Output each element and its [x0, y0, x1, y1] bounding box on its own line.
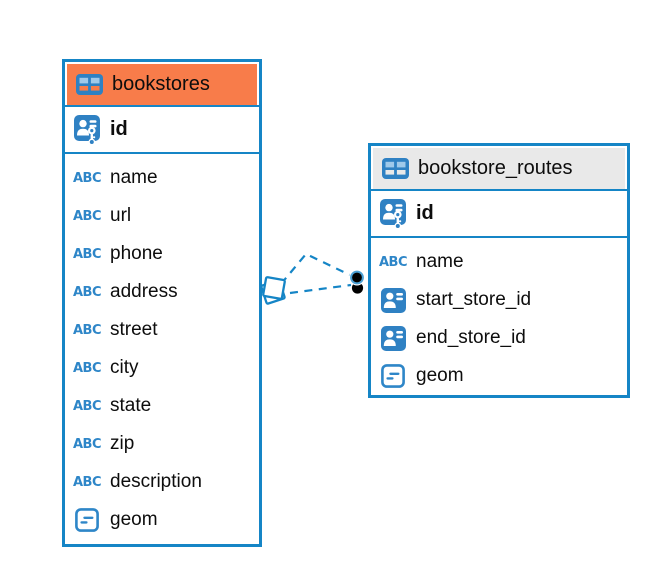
column-name: city	[110, 357, 139, 378]
column-row[interactable]: ABC street	[65, 311, 259, 349]
relation-source-marker[interactable]	[260, 276, 286, 305]
text-type-icon: ABC	[73, 360, 102, 376]
primary-key-icon	[73, 114, 101, 145]
text-type-icon: ABC	[73, 436, 102, 452]
table-bookstore-routes[interactable]: bookstore_routes id	[368, 143, 630, 398]
table-icon	[75, 74, 103, 95]
divider	[65, 105, 259, 107]
column-row[interactable]: ABC url	[65, 197, 259, 235]
column-row[interactable]: ABC city	[65, 349, 259, 387]
columns-list: ABC name ABC url ABC phone ABC address A…	[65, 154, 259, 539]
column-name: geom	[110, 509, 158, 530]
reference-person-icon	[379, 325, 407, 351]
column-name: description	[110, 471, 202, 492]
geometry-type-icon	[73, 508, 101, 532]
table-icon	[381, 158, 409, 179]
divider	[371, 236, 627, 238]
text-type-icon: ABC	[73, 246, 102, 262]
text-type-icon: ABC	[73, 398, 102, 414]
text-type-icon: ABC	[73, 284, 102, 300]
column-name: phone	[110, 243, 163, 264]
column-name: start_store_id	[416, 289, 532, 310]
table-bookstore-routes-header[interactable]: bookstore_routes	[373, 148, 625, 189]
column-row[interactable]: geom	[65, 501, 259, 539]
column-name: street	[110, 319, 158, 340]
relation-line-end-store-id[interactable]	[289, 283, 352, 295]
column-row[interactable]: ABC address	[65, 273, 259, 311]
column-row-id[interactable]: id	[371, 191, 627, 236]
column-name: id	[110, 118, 128, 140]
column-row[interactable]: ABC phone	[65, 235, 259, 273]
column-name: end_store_id	[416, 327, 526, 348]
text-type-icon: ABC	[73, 170, 102, 186]
table-name: bookstores	[112, 73, 210, 95]
text-type-icon: ABC	[73, 474, 102, 490]
column-name: state	[110, 395, 152, 416]
primary-key-icon	[379, 198, 407, 229]
divider	[371, 189, 627, 191]
relation-line-start-store-id[interactable]	[280, 252, 353, 285]
column-row[interactable]: end_store_id	[371, 319, 627, 357]
text-type-icon: ABC	[73, 322, 102, 338]
divider	[65, 152, 259, 154]
column-row[interactable]: start_store_id	[371, 281, 627, 319]
column-row[interactable]: ABC state	[65, 387, 259, 425]
column-name: url	[110, 205, 132, 226]
column-name: name	[110, 167, 158, 188]
column-name: zip	[110, 433, 135, 454]
text-type-icon: ABC	[379, 254, 408, 270]
column-row[interactable]: ABC description	[65, 463, 259, 501]
column-row[interactable]: ABC zip	[65, 425, 259, 463]
column-name: address	[110, 281, 178, 302]
table-bookstores[interactable]: bookstores id	[62, 59, 262, 547]
relation-target-marker[interactable]	[349, 269, 365, 294]
column-row-id[interactable]: id	[65, 107, 259, 152]
table-bookstores-header[interactable]: bookstores	[67, 64, 257, 105]
table-name: bookstore_routes	[418, 157, 573, 179]
columns-list: ABC name start_store_id	[371, 238, 627, 395]
column-row[interactable]: ABC name	[65, 159, 259, 197]
geometry-type-icon	[379, 364, 407, 388]
column-row[interactable]: geom	[371, 357, 627, 395]
column-name: geom	[416, 365, 464, 386]
column-name: id	[416, 202, 434, 224]
column-row[interactable]: ABC name	[371, 243, 627, 281]
column-name: name	[416, 251, 464, 272]
text-type-icon: ABC	[73, 208, 102, 224]
reference-person-icon	[379, 287, 407, 313]
